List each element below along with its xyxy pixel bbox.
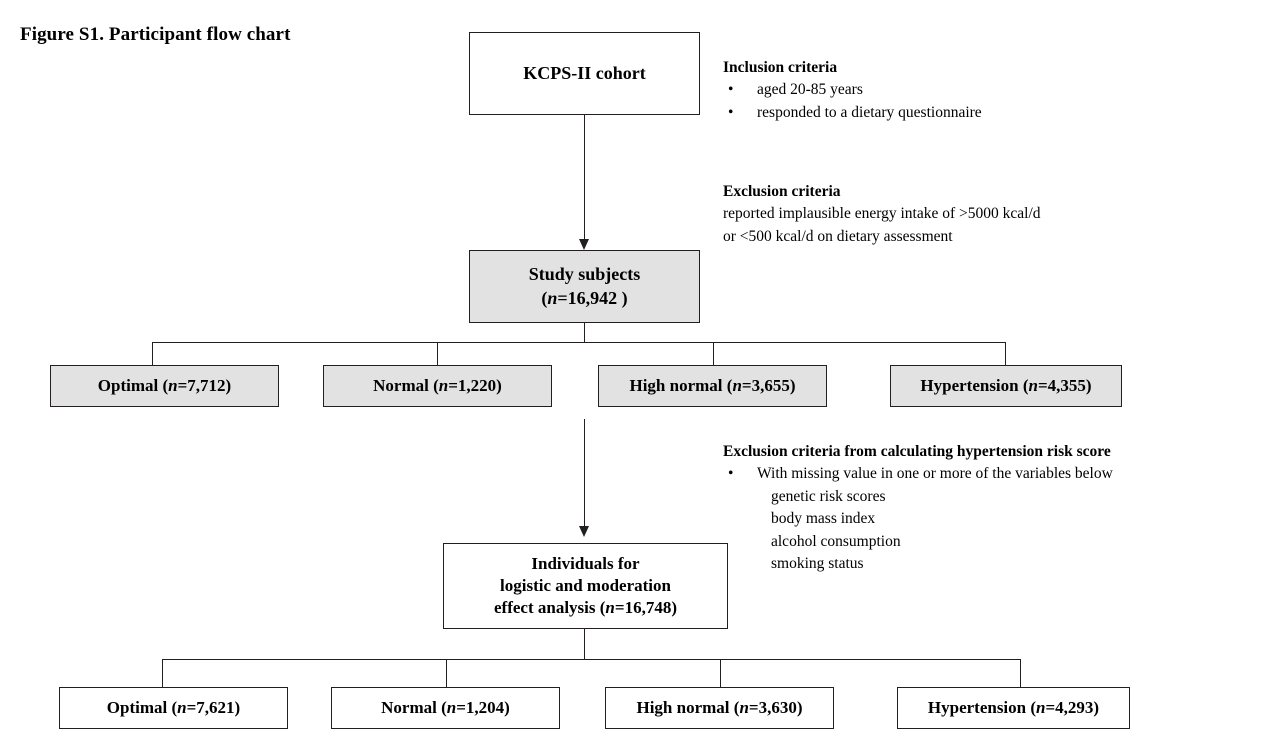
node-high-normal-after-count: =3,630) — [748, 698, 803, 718]
n-italic: n — [1036, 698, 1046, 718]
note-exclusion-risk-heading: Exclusion criteria from calculating hype… — [723, 443, 1111, 460]
node-hypertension-before-name: Hypertension ( — [920, 376, 1029, 396]
note-exclusion-line-2: or <500 kcal/d on dietary assessment — [723, 227, 953, 245]
note-inclusion-bullet-2-text: responded to a dietary questionnaire — [757, 103, 982, 121]
node-kcps-cohort-label: KCPS-II cohort — [523, 62, 646, 83]
analysis-count: =16,748) — [614, 597, 677, 617]
node-study-subjects-line1: Study subjects — [528, 264, 641, 285]
note-inclusion-heading: Inclusion criteria — [723, 59, 838, 76]
arrowhead-cohort-to-study — [578, 239, 589, 250]
connector-analysis-to-branch — [584, 629, 585, 659]
note-inclusion-bullet-1-text: aged 20-85 years — [757, 81, 863, 99]
note-variable-1: genetic risk scores — [771, 487, 886, 505]
note-exclusion-risk-bullet-text: With missing value in one or more of the… — [757, 465, 1113, 483]
node-normal-after-count: =1,204) — [456, 698, 510, 718]
branch-drop-hypertension — [1005, 342, 1006, 365]
node-analysis-set-line1: Individuals for — [531, 554, 640, 574]
connector-study-to-branch — [584, 323, 585, 342]
branch-drop-hypertension-after — [1020, 659, 1021, 687]
node-optimal-before: Optimal (n=7,712) — [50, 365, 279, 407]
branch-drop-normal-after — [446, 659, 447, 687]
node-analysis-set: Individuals for logistic and moderation … — [443, 543, 728, 629]
node-high-normal-after: High normal (n=3,630) — [605, 687, 834, 729]
connector-cohort-to-study — [584, 115, 585, 243]
node-optimal-after-count: =7,621) — [186, 698, 241, 718]
node-hypertension-before-count: =4,355) — [1038, 376, 1092, 396]
n-italic: n — [732, 376, 742, 396]
branch-bar-top — [152, 342, 1005, 343]
node-normal-after: Normal (n=1,204) — [331, 687, 560, 729]
branch-drop-normal — [437, 342, 438, 365]
node-study-subjects-line2: (n=16,942 ) — [476, 287, 693, 310]
node-study-subjects: Study subjects (n=16,942 ) — [469, 250, 700, 323]
node-analysis-set-line2: logistic and moderation — [500, 576, 671, 596]
note-exclusion-risk-bullet: • With missing value in one or more of t… — [723, 463, 1113, 485]
bullet-icon: • — [728, 103, 734, 121]
n-italic: n — [739, 698, 749, 718]
node-analysis-set-line3: effect analysis (n=16,748) — [450, 597, 721, 619]
node-optimal-before-name: Optimal ( — [97, 376, 169, 396]
count-value: =16,942 ) — [557, 287, 628, 308]
branch-drop-optimal-after — [162, 659, 163, 687]
node-normal-before-count: =1,220) — [448, 376, 502, 396]
note-exclusion-line-1: reported implausible energy intake of >5… — [723, 205, 1041, 223]
note-exclusion-risk-score: Exclusion criteria from calculating hype… — [723, 441, 1113, 576]
node-kcps-cohort: KCPS-II cohort — [469, 32, 700, 115]
node-high-normal-before-count: =3,655) — [741, 376, 796, 396]
node-hypertension-after-count: =4,293) — [1045, 698, 1100, 718]
note-variable-4: smoking status — [771, 555, 864, 573]
n-italic: n — [177, 698, 187, 718]
note-inclusion-bullet-2: • responded to a dietary questionnaire — [723, 102, 982, 124]
page-title: Figure S1. Participant flow chart — [20, 24, 291, 45]
branch-drop-high-normal-after — [720, 659, 721, 687]
arrowhead-categories-to-analysis — [578, 526, 589, 537]
node-optimal-after: Optimal (n=7,621) — [59, 687, 288, 729]
n-italic: n — [605, 597, 615, 617]
bullet-icon: • — [728, 465, 734, 483]
note-exclusion-criteria: Exclusion criteria reported implausible … — [723, 181, 1041, 248]
n-italic: n — [1028, 376, 1038, 396]
n-italic: n — [438, 376, 449, 396]
note-variable-2: body mass index — [771, 510, 876, 528]
analysis-label: effect analysis ( — [494, 597, 606, 617]
node-hypertension-before: Hypertension (n=4,355) — [890, 365, 1122, 407]
node-normal-before: Normal (n=1,220) — [323, 365, 552, 407]
n-italic: n — [446, 698, 457, 718]
bullet-icon: • — [728, 81, 734, 99]
node-hypertension-after-name: Hypertension ( — [927, 698, 1037, 718]
node-optimal-before-count: =7,712) — [177, 376, 232, 396]
node-high-normal-before-name: High normal ( — [629, 376, 733, 396]
node-normal-after-name: Normal ( — [381, 698, 447, 718]
note-variable-3: alcohol consumption — [771, 532, 901, 550]
n-italic: n — [547, 287, 558, 308]
node-high-normal-after-name: High normal ( — [636, 698, 740, 718]
branch-drop-optimal — [152, 342, 153, 365]
branch-bar-bottom — [162, 659, 1020, 660]
node-high-normal-before: High normal (n=3,655) — [598, 365, 827, 407]
branch-drop-high-normal — [713, 342, 714, 365]
connector-categories-to-analysis — [584, 419, 585, 530]
note-exclusion-heading: Exclusion criteria — [723, 183, 841, 200]
node-normal-before-name: Normal ( — [373, 376, 439, 396]
node-hypertension-after: Hypertension (n=4,293) — [897, 687, 1130, 729]
node-optimal-after-name: Optimal ( — [106, 698, 178, 718]
note-inclusion-criteria: Inclusion criteria • aged 20-85 years • … — [723, 57, 982, 124]
paren-open: ( — [541, 287, 548, 308]
n-italic: n — [168, 376, 178, 396]
note-inclusion-bullet-1: • aged 20-85 years — [723, 79, 982, 101]
